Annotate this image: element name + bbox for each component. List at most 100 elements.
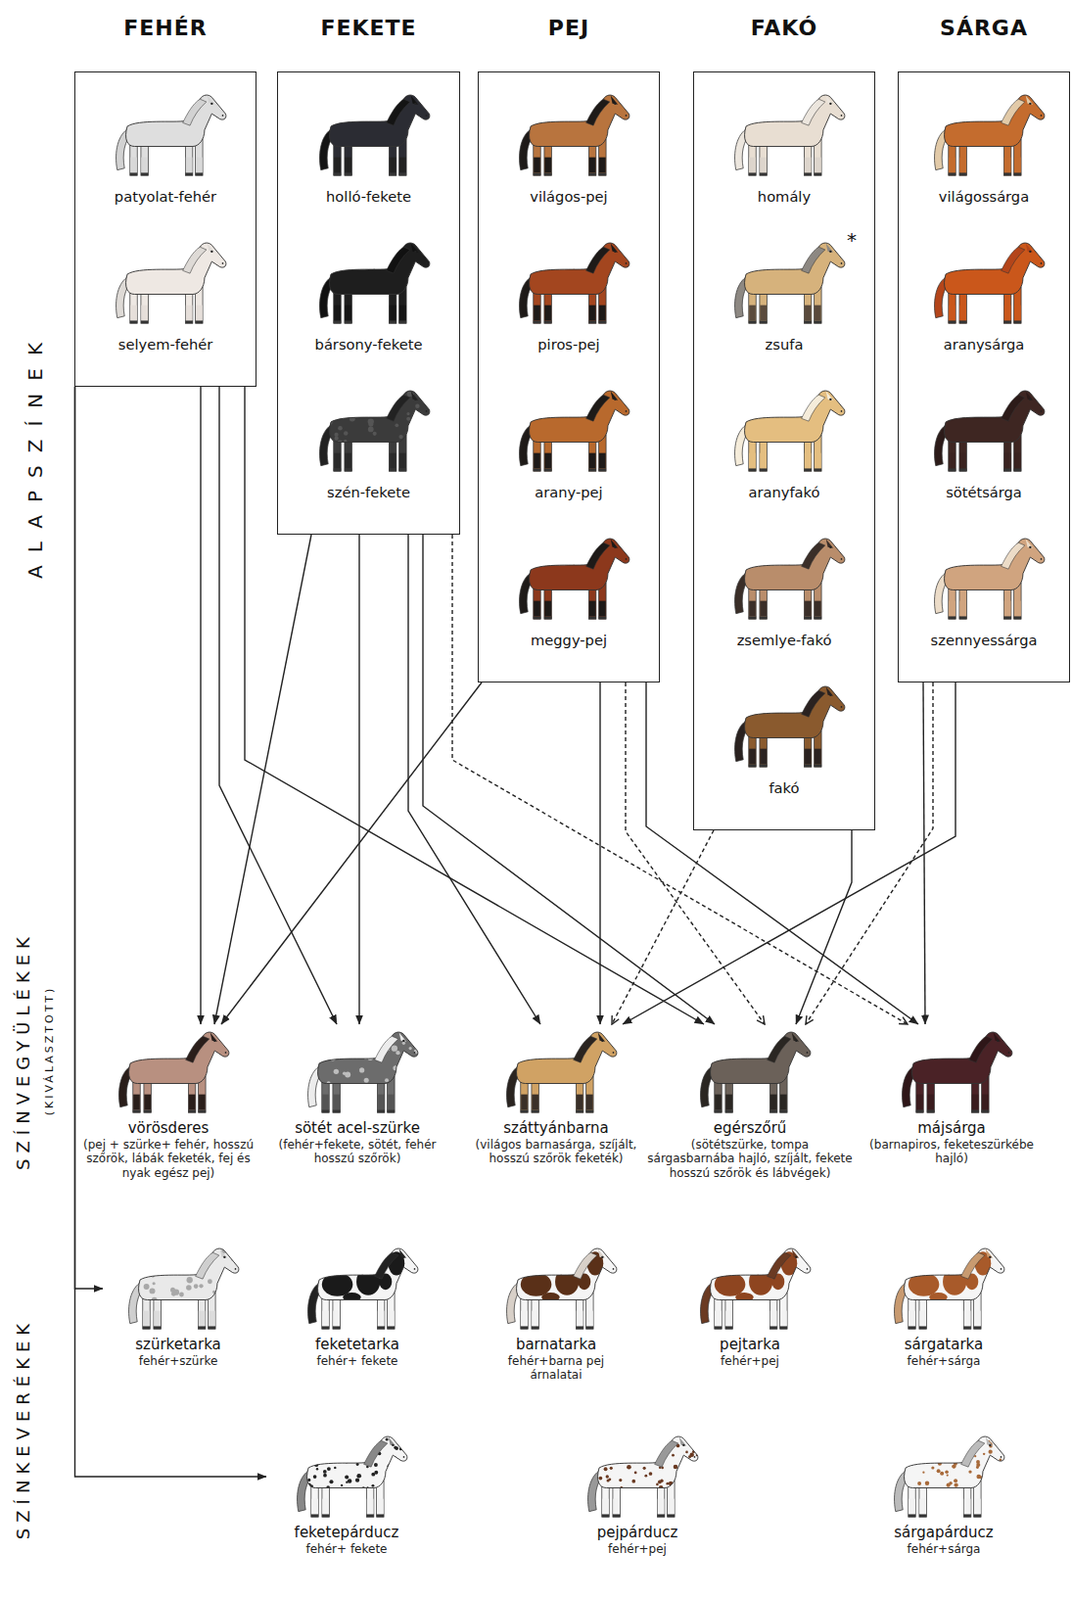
- horse-variant: fakó: [694, 677, 875, 820]
- mixture-description: (sötétszürke, tompa sárgasbarnába hajló,…: [646, 1137, 854, 1180]
- horse-illustration: [463, 1025, 650, 1117]
- mixture-name: sárgapárducz: [865, 1523, 1023, 1541]
- connector-arrow: [358, 534, 360, 1025]
- section-label: SZÍNKEVERÉKEK: [12, 1317, 34, 1539]
- variant-caption: zsufa: [694, 335, 875, 353]
- horse-figure: [305, 383, 433, 475]
- mixture-description: (pej + szürke+ fehér, hosszú szőrök, láb…: [80, 1137, 257, 1180]
- mixture-horse: feketetarkafehér+ fekete: [283, 1241, 431, 1368]
- horse-illustration: [694, 679, 875, 771]
- horse-figure: [920, 383, 1048, 475]
- horse-illustration: [898, 235, 1070, 327]
- horse-illustration: [559, 1429, 716, 1521]
- horse-figure: [720, 383, 848, 475]
- horse-variant: szén-fekete: [278, 381, 460, 524]
- variant-caption: aranyfakó: [694, 483, 875, 501]
- horse-variant: bársony-fekete: [278, 233, 460, 376]
- horse-variant: holló-fekete: [278, 86, 460, 229]
- horse-illustration: [80, 1025, 257, 1117]
- connector-arrow: [408, 534, 541, 1025]
- horse-variant: aranysárga: [898, 233, 1070, 376]
- horse-figure: [920, 88, 1048, 180]
- mixture-description: fehér+sárga: [865, 1541, 1023, 1556]
- mixture-name: feketepárducz: [268, 1523, 425, 1541]
- horse-figure: [573, 1429, 701, 1521]
- horse-figure: [505, 383, 633, 475]
- group-heading: SÁRGA: [888, 15, 1072, 41]
- horse-figure: [505, 235, 633, 327]
- horse-illustration: [870, 1241, 1018, 1333]
- connector-arrow: [622, 682, 956, 1025]
- horse-figure: [505, 531, 633, 623]
- horse-variant: szennyessárga: [898, 529, 1070, 672]
- mixture-description: fehér+barna pej árnalatai: [482, 1353, 630, 1383]
- mixture-name: feketetarka: [283, 1335, 431, 1353]
- mixture-name: pejtarka: [676, 1335, 824, 1353]
- mixture-horse: sárgatarkafehér+sárga: [870, 1241, 1018, 1368]
- variant-caption: piros-pej: [478, 335, 659, 353]
- mixture-description: fehér+ fekete: [268, 1541, 425, 1556]
- horse-figure: [686, 1025, 814, 1117]
- connector-arrow: [611, 830, 714, 1025]
- horse-figure: [104, 1025, 233, 1117]
- connector-arrow: [75, 386, 268, 1477]
- horse-illustration: [478, 531, 659, 623]
- variant-caption: aranysárga: [898, 335, 1070, 353]
- variant-caption: zsemlye-fakó: [694, 631, 875, 649]
- mixture-horse: egérszőrű(sötétszürke, tompa sárgasbarná…: [646, 1025, 854, 1180]
- variant-caption: meggy-pej: [478, 631, 659, 649]
- mixture-description: fehér+sárga: [870, 1353, 1018, 1368]
- mixture-horse: száttyánbarna(világos barnasárga, szíjál…: [463, 1025, 650, 1166]
- color-group-box: FAKÓhomályzsufa*aranyfakózsemlye-fakófak…: [693, 71, 876, 831]
- color-group-box: SÁRGAvilágossárgaaranysárgasötétsárgasze…: [897, 71, 1071, 683]
- horse-figure: [720, 531, 848, 623]
- mixture-horse: pejtarkafehér+pej: [676, 1241, 824, 1368]
- horse-illustration: [676, 1241, 824, 1333]
- horse-illustration: [865, 1429, 1023, 1521]
- horse-illustration: [478, 383, 659, 475]
- mixture-horse: sötét acel-szürke(fehér+fekete, sötét, f…: [269, 1025, 446, 1166]
- variant-caption: selyem-fehér: [75, 335, 256, 353]
- horse-figure: [920, 235, 1048, 327]
- color-group-box: PEJvilágos-pejpiros-pejarany-pejmeggy-pe…: [477, 71, 660, 683]
- section-label: SZÍNVEGYÜLÉKEK: [12, 931, 34, 1170]
- mixture-horse: pejpárduczfehér+pej: [559, 1429, 716, 1556]
- variant-caption: sötétsárga: [898, 483, 1070, 501]
- horse-illustration: [75, 88, 256, 180]
- mixture-horse: barnatarkafehér+barna pej árnalatai: [482, 1241, 630, 1383]
- section-label: (KIVÁLASZTOTT): [43, 985, 56, 1116]
- horse-illustration: [898, 88, 1070, 180]
- mixture-name: pejpárducz: [559, 1523, 716, 1541]
- horse-illustration: [868, 1025, 1035, 1117]
- horse-illustration: [278, 235, 460, 327]
- group-heading: PEJ: [468, 15, 669, 41]
- footnote-mark: *: [846, 228, 857, 252]
- horse-variant: aranyfakó: [694, 381, 875, 524]
- horse-illustration: [75, 235, 256, 327]
- mixture-name: szürketarka: [104, 1335, 252, 1353]
- horse-illustration: [482, 1241, 630, 1333]
- group-heading: FEKETE: [268, 15, 469, 41]
- horse-figure: [305, 235, 433, 327]
- mixture-horse: májsárga(barnapiros, feketeszürkébe hajl…: [868, 1025, 1035, 1166]
- horse-figure: [282, 1429, 411, 1521]
- connector-arrow: [199, 386, 201, 1025]
- horse-illustration: [269, 1025, 446, 1117]
- connector-arrow: [923, 682, 926, 1025]
- mixture-name: barnatarka: [482, 1335, 630, 1353]
- horse-figure: [305, 88, 433, 180]
- group-heading: FAKÓ: [684, 15, 885, 41]
- mixture-name: májsárga: [868, 1118, 1035, 1137]
- variant-caption: világos-pej: [478, 187, 659, 205]
- horse-illustration: [283, 1241, 431, 1333]
- horse-variant: selyem-fehér: [75, 233, 256, 376]
- horse-figure: [505, 88, 633, 180]
- variant-caption: szennyessárga: [898, 631, 1070, 649]
- mixture-name: vörösderes: [80, 1118, 257, 1137]
- variant-caption: patyolat-fehér: [75, 187, 256, 205]
- connector-arrow: [221, 682, 482, 1025]
- mixture-name: sárgatarka: [870, 1335, 1018, 1353]
- horse-illustration: [694, 531, 875, 623]
- mixture-description: (barnapiros, feketeszürkébe hajló): [868, 1137, 1035, 1166]
- horse-figure: [114, 1241, 242, 1333]
